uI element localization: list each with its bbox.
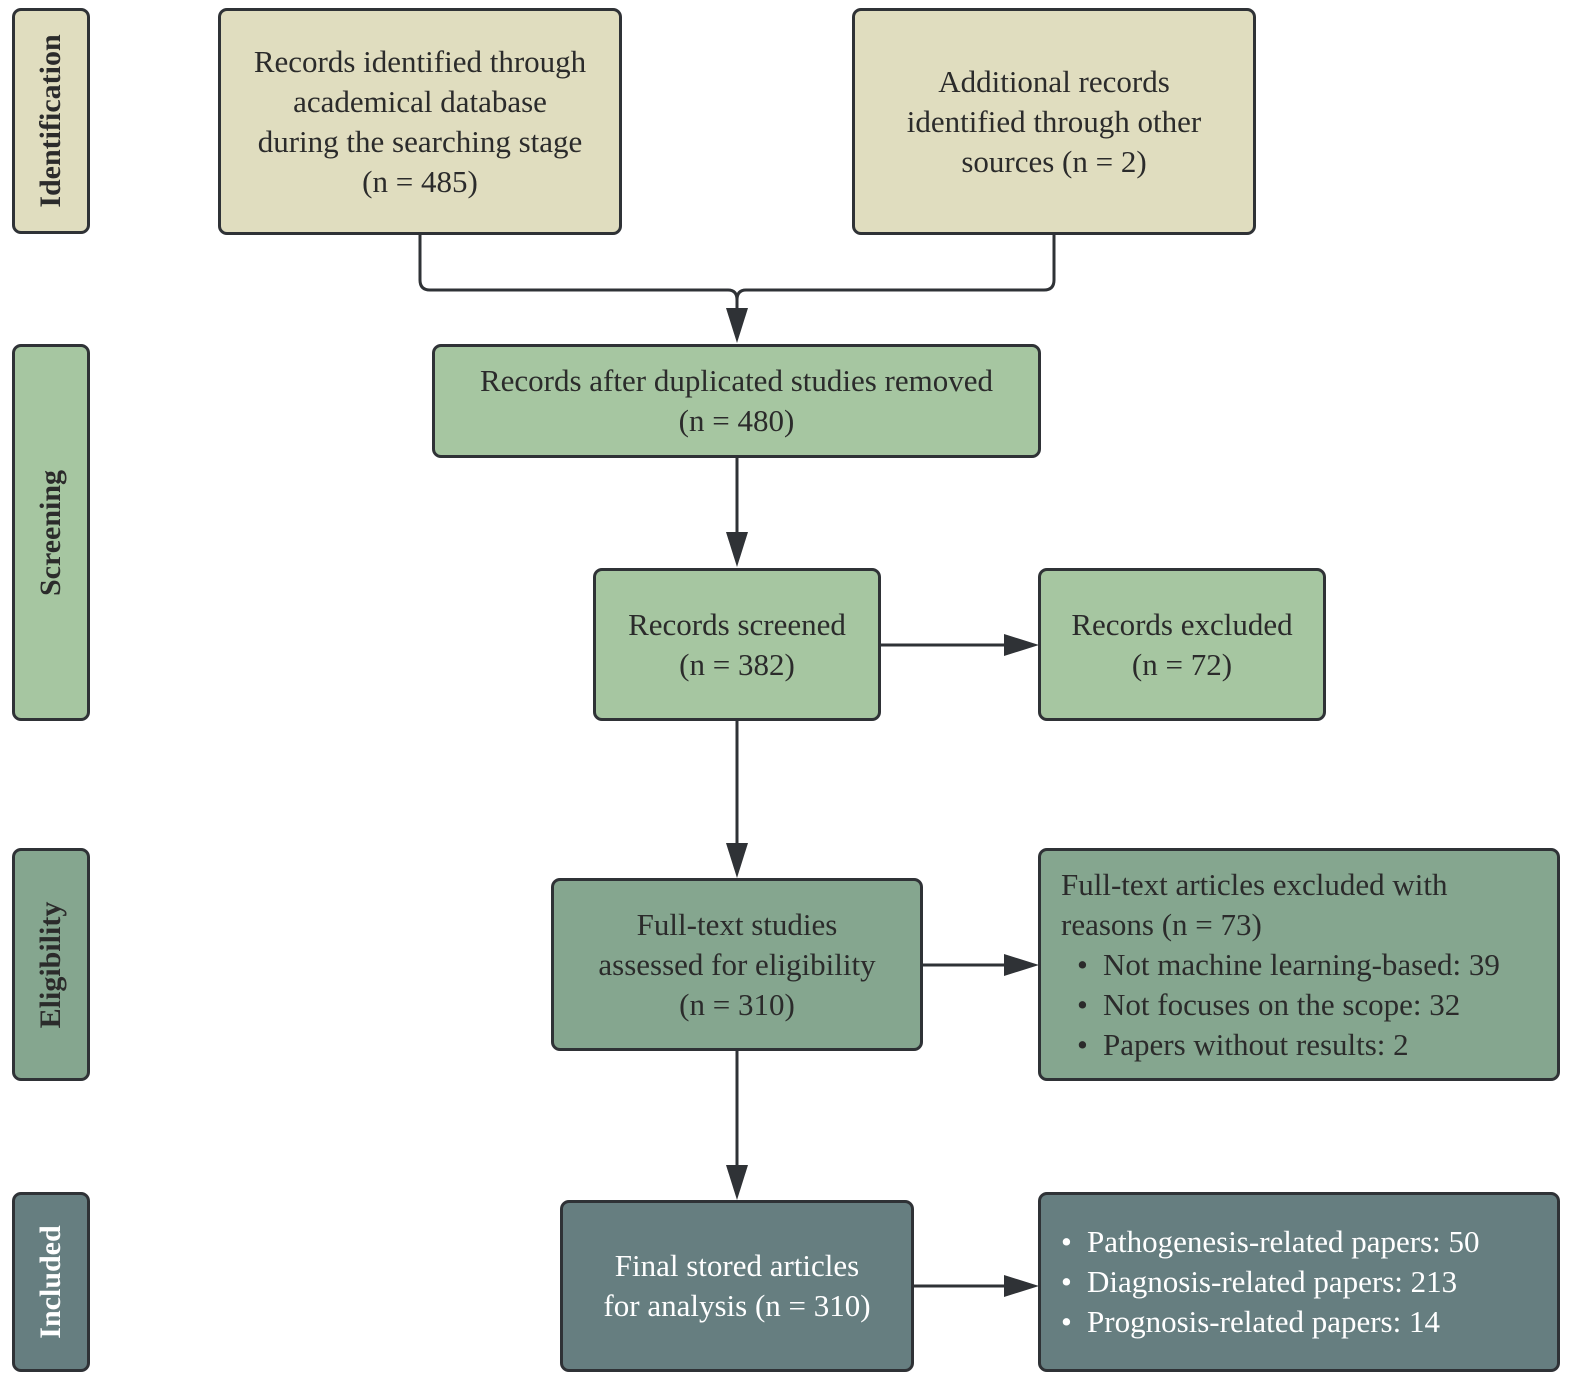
final-stored-text: Final stored articles for analysis (n = …: [603, 1248, 871, 1323]
records-identified-text: Records identified through academical da…: [253, 43, 587, 199]
list-item: Papers without results: 2: [1077, 1025, 1500, 1065]
records-identified-box: Records identified through academical da…: [218, 8, 622, 235]
list-item: Pathogenesis-related papers: 50: [1061, 1222, 1480, 1262]
phase-included: Included: [12, 1192, 90, 1372]
phase-identification: Identification: [12, 8, 90, 234]
arrowhead-fulltext: [726, 843, 748, 878]
exclusion-reasons-list: Not machine learning-based: 39 Not focus…: [1061, 945, 1500, 1065]
full-text-excluded-heading: Full-text articles excluded with reasons…: [1061, 866, 1448, 942]
additional-records-box: Additional records identified through ot…: [852, 8, 1256, 235]
records-excluded-text: Records excluded (n = 72): [1071, 606, 1293, 682]
arrowhead-excluded: [1004, 634, 1039, 656]
records-excluded-box: Records excluded (n = 72): [1038, 568, 1326, 721]
full-text-excluded-content: Full-text articles excluded with reasons…: [1061, 865, 1500, 1065]
arrowhead-final: [726, 1165, 748, 1200]
arrowhead-screened: [726, 532, 748, 567]
arrowhead-dedup: [726, 308, 748, 343]
list-item: Diagnosis-related papers: 213: [1061, 1262, 1480, 1302]
full-text-excluded-box: Full-text articles excluded with reasons…: [1038, 848, 1560, 1081]
arrowhead-fulltext-excluded: [1004, 954, 1039, 976]
records-screened-text: Records screened (n = 382): [628, 606, 846, 682]
list-item: Not machine learning-based: 39: [1077, 945, 1500, 985]
final-stored-box: Final stored articles for analysis (n = …: [560, 1200, 914, 1372]
additional-records-text: Additional records identified through ot…: [906, 63, 1202, 179]
full-text-assessed-box: Full-text studies assessed for eligibili…: [551, 878, 923, 1051]
full-text-assessed-text: Full-text studies assessed for eligibili…: [598, 906, 876, 1022]
final-breakdown-list: Pathogenesis-related papers: 50 Diagnosi…: [1041, 1222, 1480, 1342]
after-duplicates-text: Records after duplicated studies removed…: [479, 363, 994, 438]
phase-screening: Screening: [12, 344, 90, 721]
records-screened-box: Records screened (n = 382): [593, 568, 881, 721]
merge-line-left: [418, 234, 739, 312]
final-breakdown-box: Pathogenesis-related papers: 50 Diagnosi…: [1038, 1192, 1560, 1372]
after-duplicates-box: Records after duplicated studies removed…: [432, 344, 1041, 458]
list-item: Prognosis-related papers: 14: [1061, 1302, 1480, 1342]
merge-line-right: [735, 234, 1056, 301]
final-breakdown-content: Pathogenesis-related papers: 50 Diagnosi…: [1041, 1222, 1480, 1342]
arrowhead-breakdown: [1004, 1275, 1039, 1297]
phase-eligibility: Eligibility: [12, 848, 90, 1081]
list-item: Not focuses on the scope: 32: [1077, 985, 1500, 1025]
